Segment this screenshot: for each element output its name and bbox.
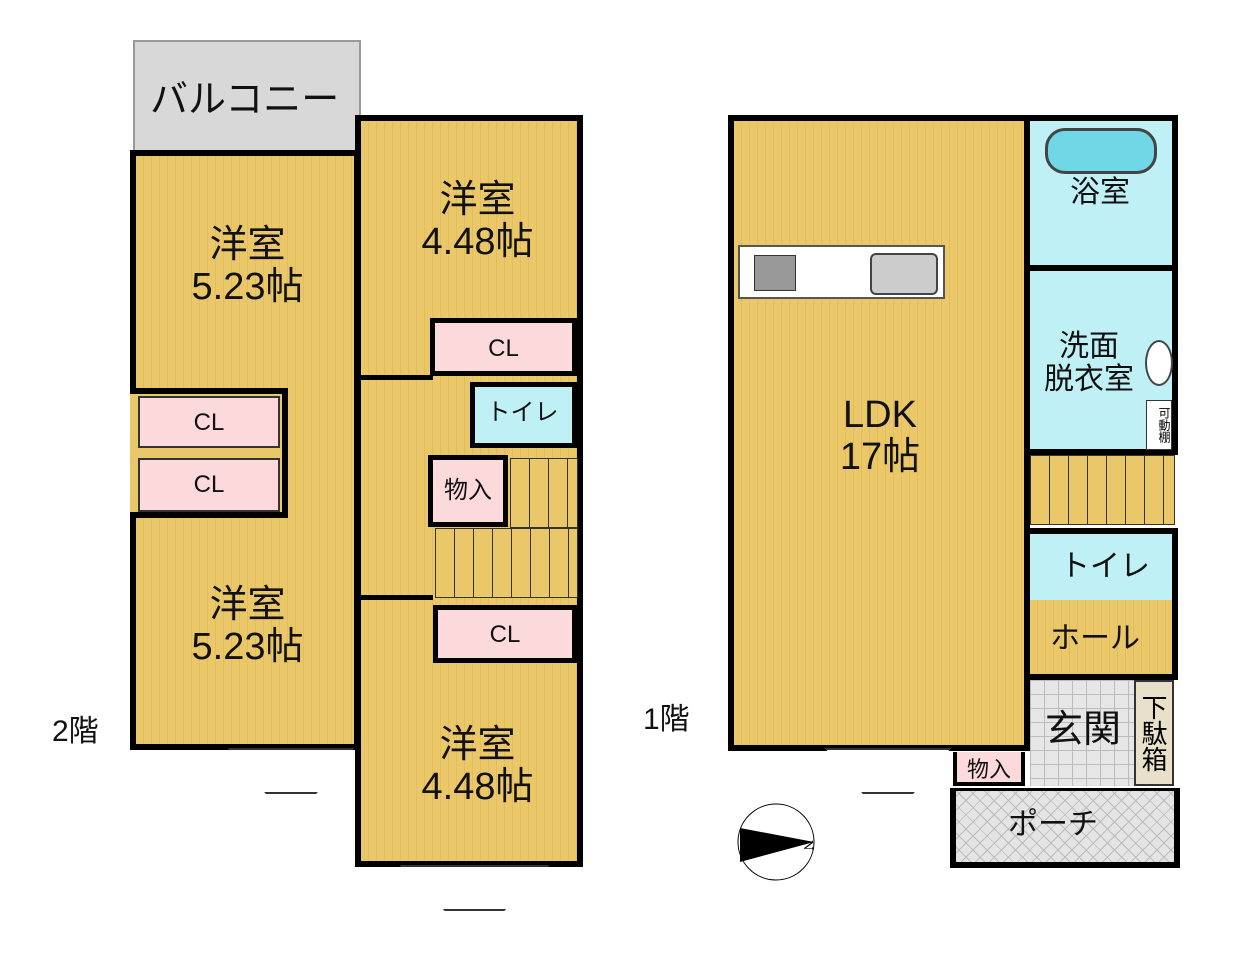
room-size: 5.23帖	[191, 625, 304, 668]
room-name: 洋室	[439, 724, 516, 766]
storage	[953, 752, 1025, 786]
entrance	[1030, 680, 1134, 786]
room-size: 5.23帖	[191, 265, 304, 308]
hall	[1024, 600, 1178, 680]
balcony-label: バルコニー	[150, 79, 340, 121]
stairs	[510, 458, 578, 528]
floor-label-1f: 1階	[643, 703, 690, 736]
floor-label-2f: 2階	[52, 715, 99, 748]
compass-n: N	[801, 840, 815, 851]
washroom-label: 洗面脱衣室	[1034, 330, 1144, 396]
room-size: 17帖	[839, 435, 921, 478]
closet	[433, 605, 577, 663]
storage-label: 物入	[444, 477, 492, 504]
bathtub-icon	[1045, 128, 1157, 174]
stove-icon	[754, 255, 796, 291]
porch	[950, 788, 1180, 868]
stairs	[435, 528, 578, 598]
stairs	[1030, 455, 1175, 525]
compass-needle	[740, 828, 814, 862]
balcony	[133, 40, 361, 154]
room-size: 4.48帖	[421, 220, 534, 263]
closet	[430, 318, 577, 376]
hallway	[361, 375, 433, 600]
room-name: 洋室	[209, 584, 286, 626]
closet-label: CL	[488, 335, 519, 362]
room-name: 洋室	[439, 179, 516, 221]
room-name: 洋室	[209, 224, 286, 266]
closet	[138, 458, 280, 512]
bath-label: 浴室	[1070, 176, 1130, 209]
closet-label: CL	[193, 471, 225, 498]
closet	[138, 396, 280, 448]
room-name: LDK	[843, 394, 917, 436]
kitchen-counter	[738, 245, 945, 299]
bay-window	[825, 748, 951, 794]
entrance-label: 玄関	[1045, 709, 1122, 751]
washbasin-icon	[1145, 340, 1173, 386]
compass-icon: N	[737, 803, 815, 881]
porch-label: ポーチ	[1008, 808, 1098, 841]
toilet-label: トイレ	[1060, 550, 1150, 583]
sink-icon	[870, 253, 938, 295]
storage-label: 物入	[966, 757, 1011, 782]
bay-window	[400, 865, 549, 911]
toilet-2f	[470, 382, 577, 448]
bay-window	[228, 748, 354, 794]
washroom-line: 脱衣室	[1044, 363, 1134, 396]
toilet-label: トイレ	[486, 399, 559, 426]
shoe-box: 下駄箱	[1134, 680, 1174, 786]
hall-label: ホール	[1050, 622, 1140, 655]
room-size: 4.48帖	[421, 765, 534, 808]
closet-label: CL	[193, 409, 225, 436]
closet-label: CL	[489, 621, 521, 648]
storage	[428, 455, 508, 527]
washroom-line: 洗面	[1059, 330, 1119, 363]
movable-shelf: 可動棚	[1146, 400, 1172, 450]
